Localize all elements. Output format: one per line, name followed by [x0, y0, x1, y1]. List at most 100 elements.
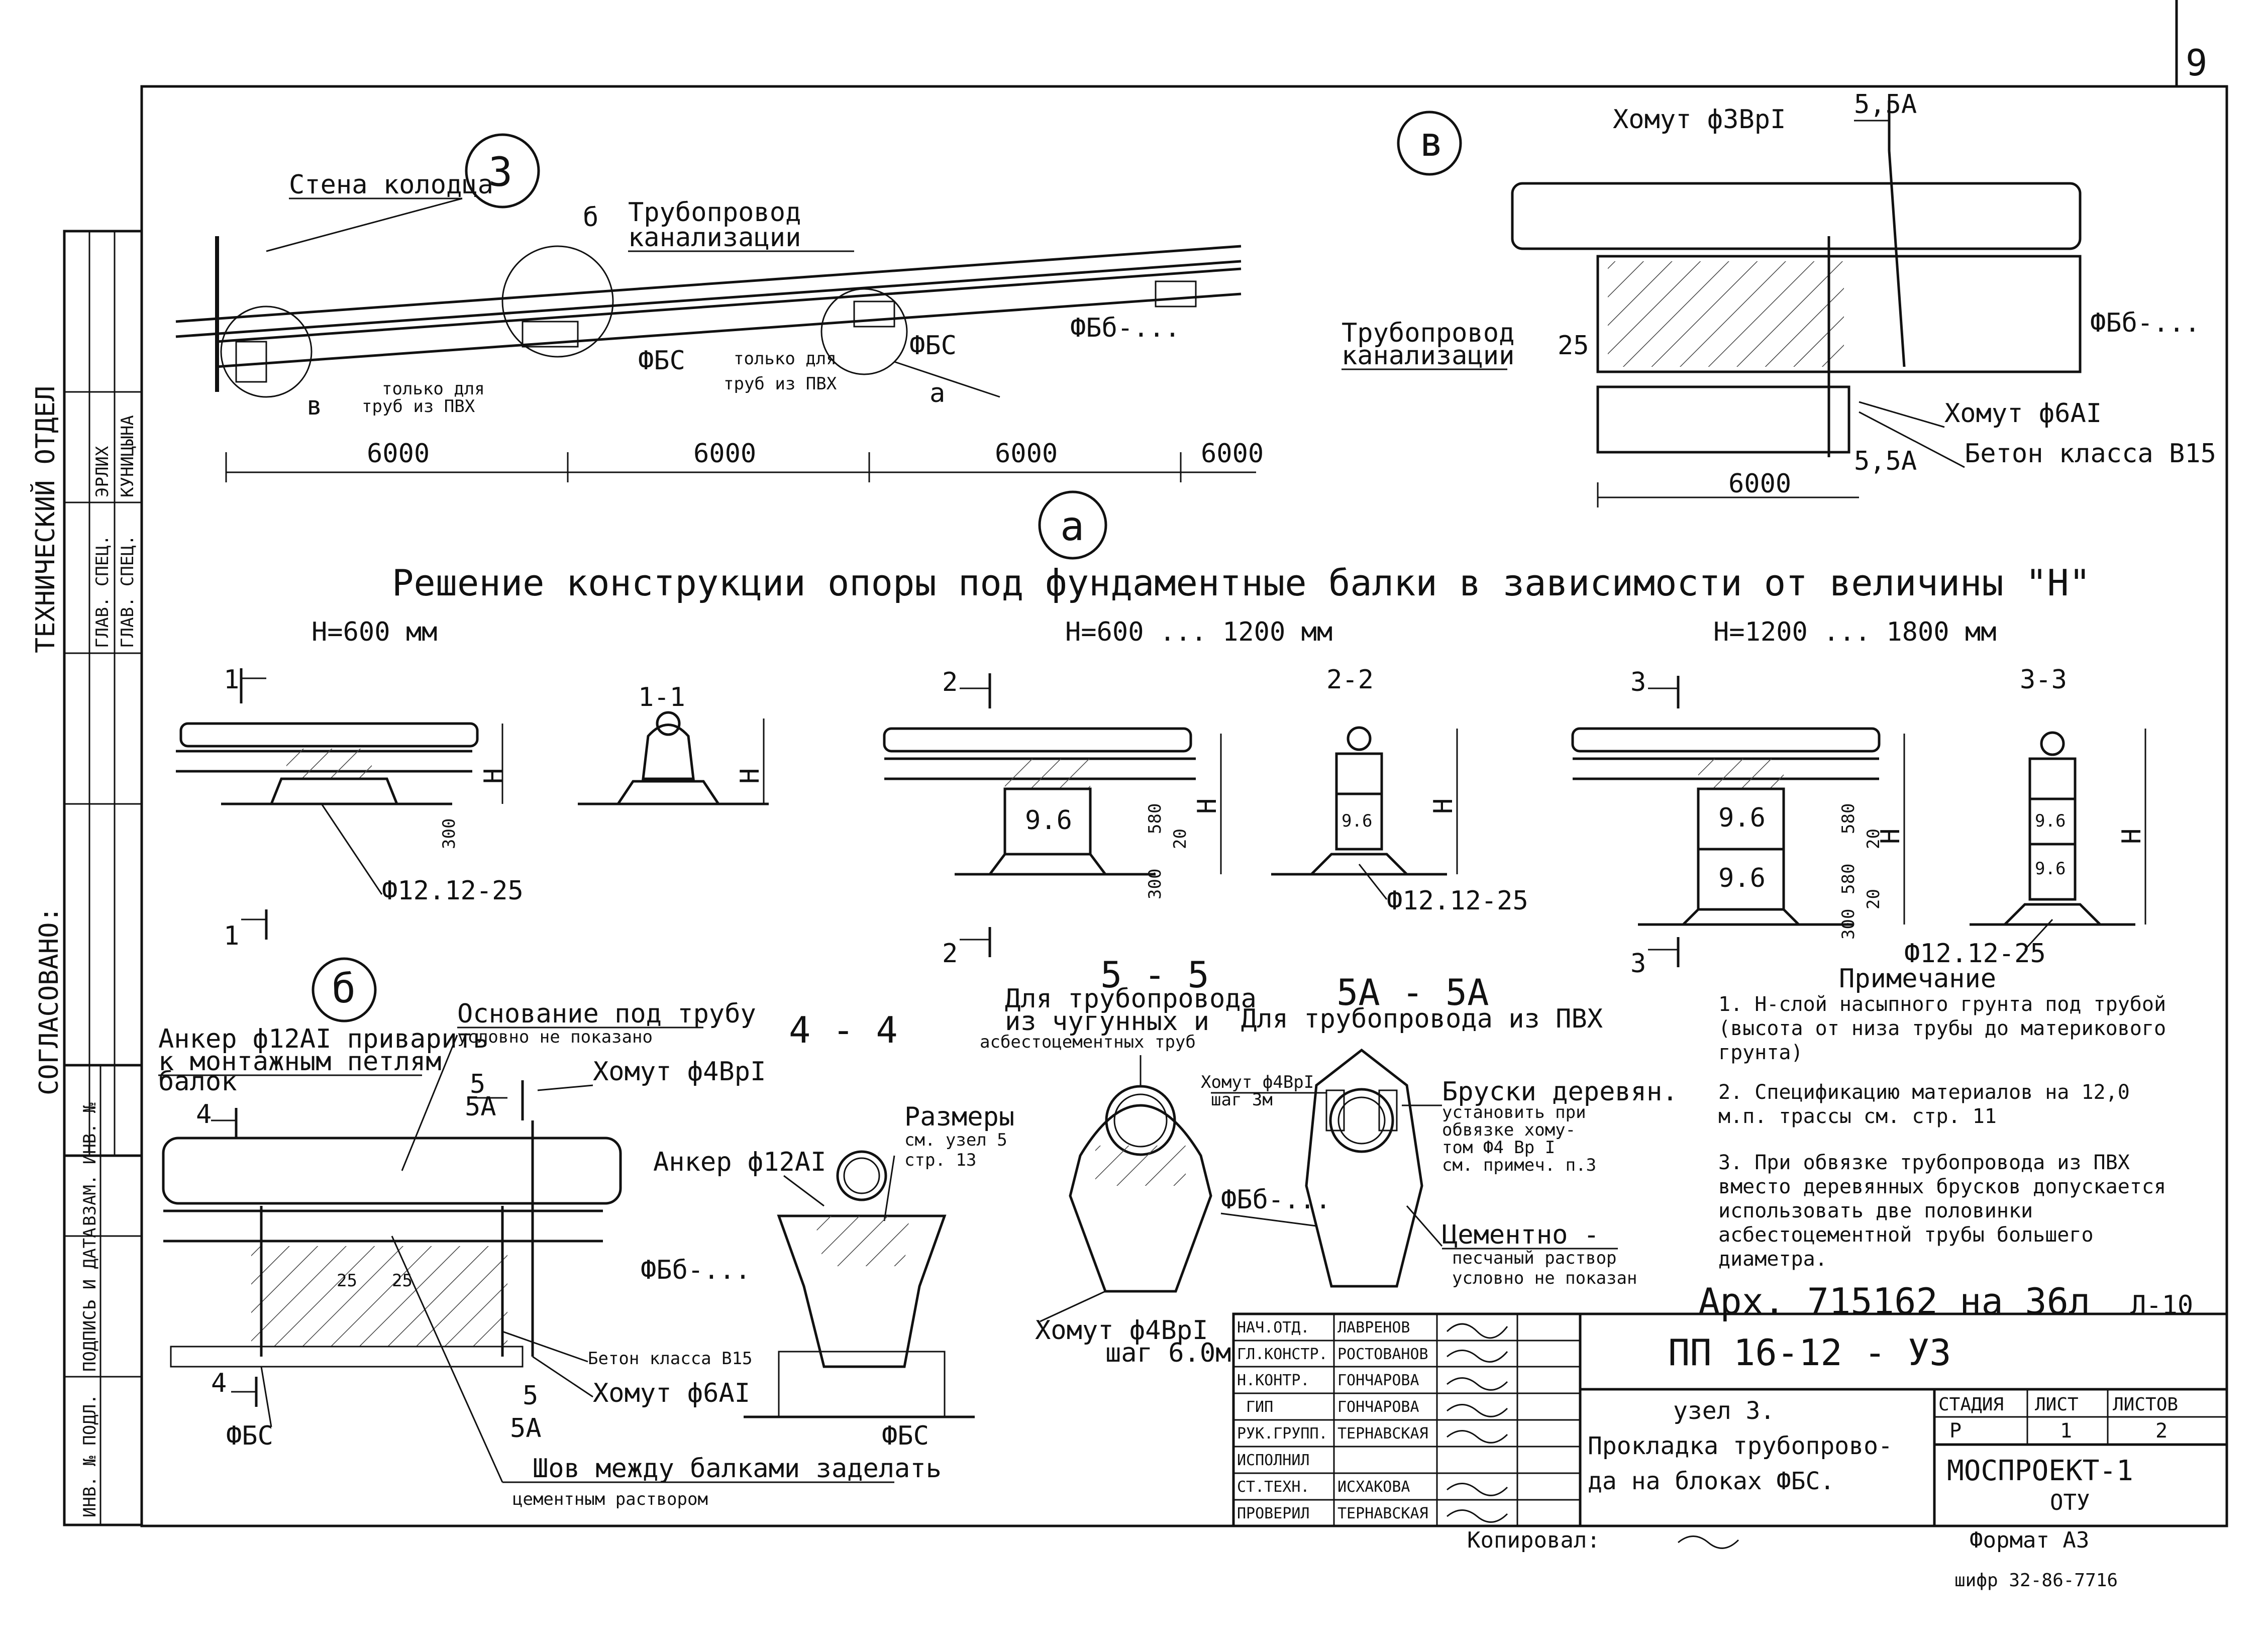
- case-3-h: Н=1200 ... 1800 мм: [1713, 617, 1997, 647]
- circle-3: [465, 133, 540, 209]
- anchor-b-1: Анкер ф12АI приварить: [158, 1024, 488, 1054]
- case-2-dim-300: 300: [1145, 869, 1165, 899]
- clamp-top-b: Хомут ф4ВрI: [593, 1057, 766, 1087]
- wall-label: Стена колодца: [289, 170, 493, 200]
- cement-1: Цементно -: [1442, 1220, 1599, 1250]
- fbb-label: ФБб-...: [1070, 313, 1180, 343]
- anchor-44: Анкер ф12АI: [653, 1147, 826, 1177]
- left-panel: ТЕХНИЧЕСКИЙ ОТДЕЛ ГЛАВ. СПЕЦ. ЭРЛИХ ГЛАВ…: [30, 230, 143, 1526]
- detail-circle-b: [501, 245, 614, 358]
- case-1-cut: 1-1: [638, 682, 685, 712]
- stamp-col-3: ИНВ. № ПОДЛ.: [80, 1394, 100, 1517]
- pvc-only-2b: труб из ПВХ: [724, 374, 837, 394]
- dim-6000-2: 6000: [693, 439, 756, 469]
- fbb-5a: ФБб-...: [1221, 1185, 1331, 1215]
- case-3-dim-20-2: 20: [1864, 889, 1884, 909]
- tb-name-5: ТЕРНАВСКАЯ: [1337, 1425, 1428, 1443]
- fbs-label-1: ФБС: [638, 346, 685, 376]
- tb-role-3: Н.КОНТР.: [1237, 1372, 1310, 1389]
- tb-role-5: РУК.ГРУПП.: [1237, 1425, 1328, 1443]
- cut-top-v: 5,5А: [1854, 89, 1917, 120]
- cut-4-bottom: 4: [211, 1368, 227, 1398]
- case-3-cut-block-2: 9.6: [2035, 859, 2066, 879]
- top-longitudinal-view: 3 Стена колодца Трубопровод канализации …: [175, 133, 1264, 482]
- section-55-sub-3: асбестоцементных труб: [980, 1032, 1196, 1052]
- circle-v: [1397, 111, 1462, 176]
- base-b-1: Основание под трубу: [457, 999, 756, 1029]
- beam-top: [216, 267, 1242, 343]
- archive: Арх. 715162 на 36л: [1698, 1280, 2090, 1322]
- wood-1: Бруски деревян.: [1442, 1077, 1678, 1107]
- sizes-44-2: см. узел 5: [904, 1130, 1007, 1150]
- section-4-4: 4 - 4 Анкер ф12АI Размеры см. узел 5 стр…: [653, 1009, 1014, 1451]
- case-1-rebar: Ф12.12-25: [382, 876, 524, 906]
- stamp-col-1: ВЗАМ. ИНВ. №: [80, 1102, 100, 1226]
- circle-v-label: в: [1419, 119, 1444, 165]
- notes-title: Примечание: [1839, 964, 1996, 994]
- section-5-5: 5 - 5 Для трубопровода из чугунных и асб…: [980, 954, 1257, 1368]
- seam-b-2: цементным раствором: [512, 1489, 708, 1509]
- dim-25-b-1: 25: [337, 1271, 357, 1291]
- notes: Примечание: [1839, 964, 1996, 994]
- beam-bottom: [216, 292, 1242, 368]
- cut-5a-b-bottom: 5А: [510, 1413, 542, 1444]
- doc-code: ПП 16-12 - УЗ: [1668, 1331, 1951, 1374]
- wood-4: том Ф4 Вр I: [1442, 1138, 1555, 1158]
- case-3-block-2: 9.6: [1718, 863, 1766, 893]
- anchor-b-2: к монтажным петлям: [158, 1047, 442, 1077]
- panel-name-1: ЭРЛИХ: [92, 446, 113, 497]
- format-label: Формат А3: [1970, 1527, 2090, 1553]
- clamp-5a-1: Хомут ф4ВрI: [1201, 1072, 1314, 1092]
- section-55-sub-2: из чугунных и: [1005, 1006, 1209, 1037]
- cement-2: песчаный раствор: [1452, 1248, 1617, 1268]
- agreed-label: СОГЛАСОВАНО:: [34, 906, 64, 1095]
- note-3: 3. При обвязке трубопровода из ПВХ вмест…: [1718, 1151, 2167, 1271]
- circle-b: [312, 957, 377, 1022]
- case-3-h-letter: Н: [1876, 829, 1906, 844]
- panel-role-2: ГЛАВ. СПЕЦ.: [118, 535, 138, 648]
- case-3-dim-300: 300: [1838, 909, 1859, 940]
- section-5a-title: 5А - 5А: [1336, 971, 1489, 1013]
- case-2-dim-20: 20: [1170, 829, 1190, 849]
- case-3-dim-580-2: 580: [1838, 864, 1859, 894]
- description-2: да на блоках ФБС.: [1588, 1467, 1835, 1495]
- section-55-sub-1: Для трубопровода: [1005, 984, 1257, 1014]
- tb-name-2: РОСТОВАНОВ: [1337, 1346, 1428, 1363]
- case-3-cut-num-bottom: 3: [1630, 949, 1646, 979]
- section-5a-5a: 5А - 5А Для трубопровода из ПВХ Хомут ф4…: [1201, 971, 1678, 1288]
- stamp-col-2: ПОДПИСЬ И ДАТА: [80, 1227, 100, 1372]
- sheets-header: ЛИСТОВ: [2113, 1394, 2179, 1415]
- cut-bottom-v: 5,5А: [1854, 446, 1917, 476]
- marker-b: б: [583, 202, 598, 233]
- detail-v: в Хомут ф3ВрI 5,5А Трубопровод канализац…: [1342, 89, 2216, 507]
- fbb-b: ФБб-...: [641, 1255, 751, 1285]
- tb-name-1: ЛАВРЕНОВ: [1337, 1319, 1410, 1337]
- panel-role-1: ГЛАВ. СПЕЦ.: [92, 535, 113, 648]
- dim-6000-3: 6000: [995, 439, 1058, 469]
- sheet-header: ЛИСТ: [2035, 1394, 2079, 1415]
- tb-name-8: ТЕРНАВСКАЯ: [1337, 1505, 1428, 1522]
- case-3-drawing: 3 9.6 9.6 580 580 20 20 300 Н 3 3-3 9.6 …: [1571, 665, 2147, 979]
- description-1: Прокладка трубопрово-: [1588, 1432, 1893, 1460]
- note-1: 1. Н-слой насыпного грунта под трубой (в…: [1718, 993, 2167, 1064]
- panel-name-2: КУНИЦЫНА: [118, 415, 138, 497]
- case-3-rebar: Ф12.12-25: [1904, 939, 2046, 969]
- circle-b-label: б: [332, 965, 356, 1012]
- case-3-cut-num-top: 3: [1630, 667, 1646, 697]
- marker-a: а: [930, 378, 945, 408]
- concrete-v: Бетон класса В15: [1965, 439, 2216, 469]
- tb-name-3: ГОНЧАРОВА: [1337, 1372, 1419, 1389]
- sizes-44-1: Размеры: [904, 1102, 1014, 1132]
- tb-name-7: ИСХАКОВА: [1337, 1478, 1410, 1496]
- case-1-dim-300: 300: [439, 818, 459, 849]
- case-1-h-letter-2: Н: [735, 768, 765, 784]
- wood-2: установить при: [1442, 1102, 1586, 1122]
- copied-label: Копировал:: [1467, 1527, 1600, 1553]
- section-55-title: 5 - 5: [1100, 954, 1209, 996]
- case-2-h: Н=600 ... 1200 мм: [1065, 617, 1332, 647]
- anchor-b-3: балок: [158, 1067, 237, 1097]
- dim-6000-4: 6000: [1201, 439, 1264, 469]
- fbs-label-2: ФБС: [909, 331, 957, 361]
- case-2-cut-num-top: 2: [942, 667, 958, 697]
